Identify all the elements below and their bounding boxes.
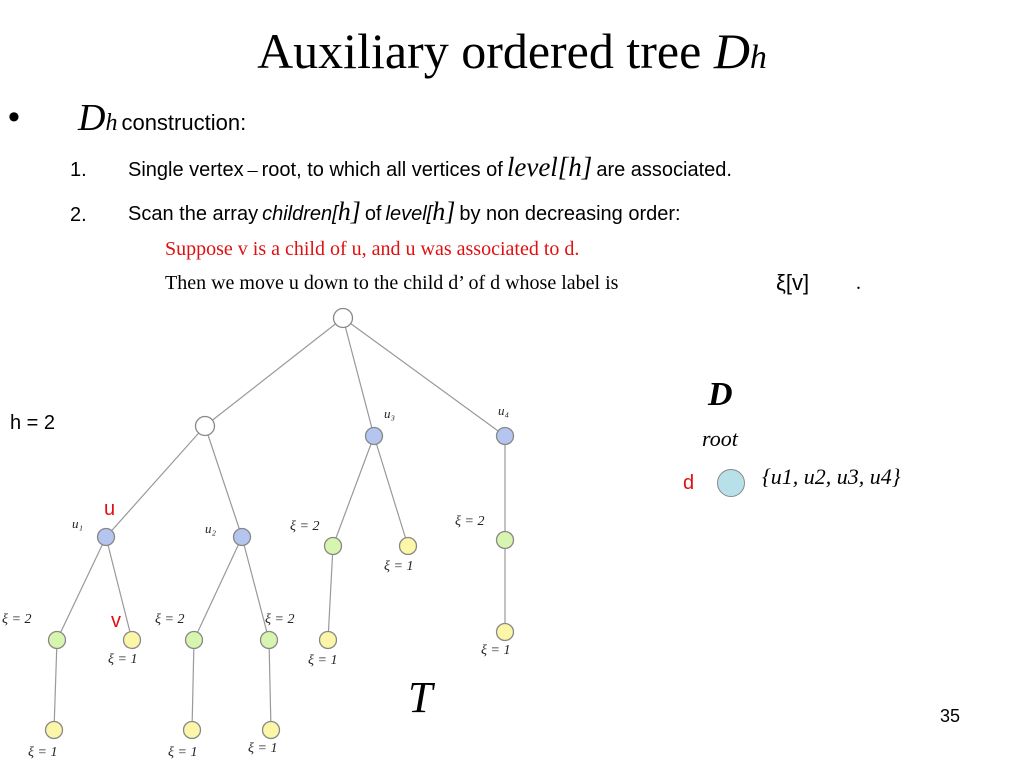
tree-node-label-u2: u₂	[205, 521, 217, 536]
d-panel-root: root	[702, 426, 738, 451]
tree-node-label-g2b: ξ = 2	[265, 612, 294, 627]
tree-edge-g2b-y2bc	[268, 639, 272, 731]
note-end: .	[856, 272, 861, 294]
step-1-pre: Single vertex	[128, 159, 244, 181]
bullet-mark: •	[8, 98, 20, 136]
d-associated-set: {u1, u2, u3, u4}	[762, 464, 901, 489]
note-black: Then we move u down to the child d’ of d…	[165, 272, 619, 294]
page-number: 35	[940, 706, 961, 726]
step-2-var1b: h]	[337, 197, 361, 226]
tree-edge-u3-g3	[332, 435, 375, 547]
step-2-var2b: h]	[432, 197, 456, 226]
tree-node-y3c	[318, 630, 338, 650]
tree-label: T	[408, 673, 433, 722]
step-2-post: by non decreasing order:	[459, 203, 681, 225]
tree-edge-g3-y3c	[327, 545, 334, 641]
tree-edge-u1-g1	[56, 536, 107, 641]
step-1-post: are associated.	[596, 159, 732, 181]
step-1-mid: root, to which all vertices of	[261, 159, 503, 181]
note-red: Suppose v is a child of u, and u was ass…	[165, 238, 580, 260]
tree-node-y1c	[44, 720, 64, 740]
step-2-var2a: level[	[385, 203, 433, 225]
d-root-node	[717, 469, 745, 497]
slide-title: Auxiliary ordered tree Dh	[0, 22, 1024, 80]
title-subscript: h	[749, 39, 767, 76]
tree-node-g1	[47, 630, 67, 650]
tree-nodes	[44, 307, 515, 740]
bullet-line: Dh construction:	[78, 96, 246, 140]
tree-node-a	[194, 415, 216, 437]
tree-node-label-y1c: ξ = 1	[28, 745, 57, 760]
tree-node-label-u4: u₄	[498, 403, 510, 418]
h-label: h = 2	[10, 412, 56, 434]
tree-node-y4	[495, 622, 515, 642]
title-text: Auxiliary ordered tree	[257, 23, 702, 79]
tree-node-label-y4: ξ = 1	[481, 643, 510, 658]
tree-node-label-y2ac: ξ = 1	[168, 745, 197, 760]
xi-v-label: ξ[v]	[776, 270, 810, 295]
tree-node-v	[122, 630, 142, 650]
tree-node-label-g4: ξ = 2	[455, 514, 484, 529]
tree-edges	[53, 317, 506, 731]
tree-node-g2b	[259, 630, 279, 650]
tree-edge-a-u1	[105, 425, 206, 538]
bullet-symbol: D	[78, 97, 106, 139]
step-1-var: level[h]	[506, 152, 593, 182]
tree-edge-r-u3	[342, 317, 375, 437]
tree-node-y2ac	[182, 720, 202, 740]
step-2-var1a: children[	[262, 203, 338, 225]
tree-edge-u2-g2b	[241, 536, 270, 641]
tree-node-u2	[232, 527, 252, 547]
tree-node-u4	[495, 426, 515, 446]
tree-node-y3	[398, 536, 418, 556]
tree-edge-g2a-y2ac	[191, 639, 195, 731]
tree-node-label-y3c: ξ = 1	[308, 653, 337, 668]
step-1-number: 1.	[70, 159, 87, 181]
tree-node-label-u3: u₃	[384, 406, 395, 421]
tree-edge-u2-g2a	[193, 536, 243, 641]
tree-node-label-g2a: ξ = 2	[155, 612, 184, 627]
tree-node-g2a	[184, 630, 204, 650]
bullet-subscript: h	[105, 110, 118, 136]
step-1-line: Single vertex – root, to which all verti…	[128, 152, 732, 183]
tree-edge-r-a	[204, 317, 344, 427]
tree-node-label-g3: ξ = 2	[290, 519, 319, 534]
tree-edge-u3-y3	[373, 435, 409, 547]
d-label: d	[683, 472, 695, 494]
tree-node-label-y3: ξ = 1	[384, 559, 413, 574]
tree-edge-u1-v	[105, 536, 133, 641]
tree-edge-a-u2	[204, 425, 243, 538]
tree-node-label-y2bc: ξ = 1	[248, 741, 277, 756]
title-symbol: D	[713, 23, 750, 79]
d-panel-title: D	[708, 376, 733, 413]
tree-node-label-v: ξ = 1	[108, 652, 137, 667]
tree-labels: u₃ u₄ u₁ u₂ ξ = 2 ξ = 1 ξ = 2 ξ = 1 ξ = 2 ξ = 1 ξ …	[2, 403, 510, 760]
step-2-pre: Scan the array	[128, 203, 259, 225]
tree-node-u1	[96, 527, 116, 547]
tree-node-r	[332, 307, 354, 329]
step-1-dash: –	[247, 159, 258, 181]
step-2-line: Scan the array children[h] of level[h] b…	[128, 197, 681, 227]
tree-node-label-u1: u₁	[72, 516, 83, 531]
tree-edge-r-u4	[342, 317, 506, 437]
bullet-text: construction:	[121, 110, 247, 135]
u-marker: u	[104, 498, 116, 520]
tree-node-g3	[323, 536, 343, 556]
v-marker: v	[111, 610, 121, 632]
tree-node-u3	[364, 426, 384, 446]
step-2-of: of	[364, 203, 382, 225]
tree-node-g4	[495, 530, 515, 550]
tree-node-y2bc	[261, 720, 281, 740]
tree-node-label-g1: ξ = 2	[2, 612, 31, 627]
step-2-number: 2.	[70, 204, 87, 226]
tree-edge-g1-y1c	[53, 639, 58, 731]
